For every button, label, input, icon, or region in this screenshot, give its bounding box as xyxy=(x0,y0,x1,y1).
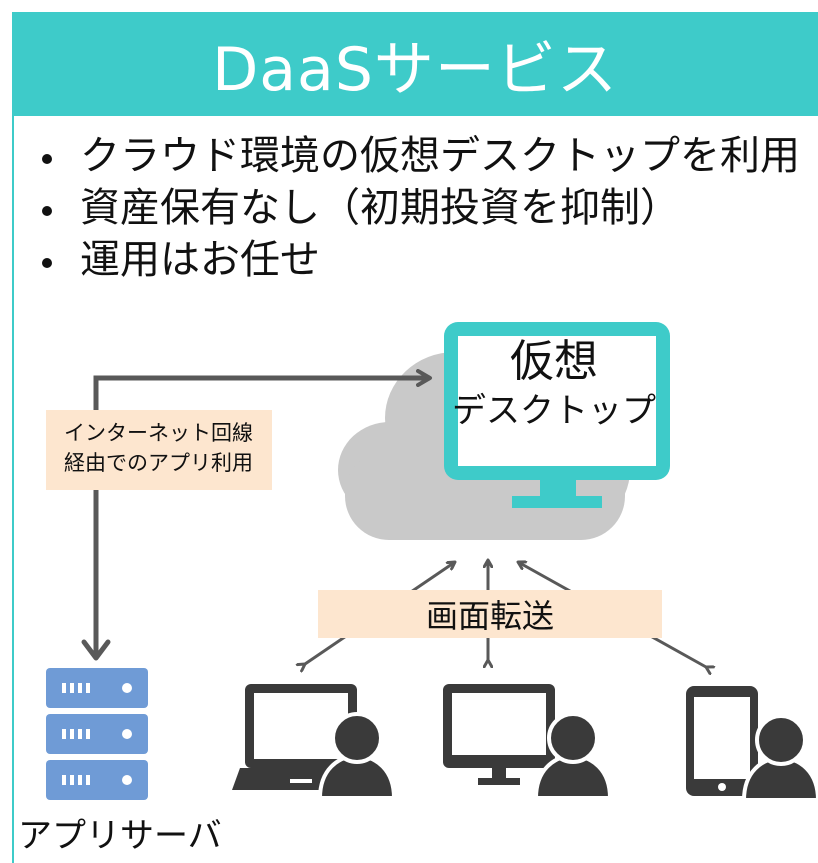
tablet-icon xyxy=(686,686,758,796)
server-arrowhead xyxy=(81,639,111,661)
virtual-desktop-label: 仮想 デスクトップ xyxy=(452,336,656,434)
virtual-desktop-label-line1: 仮想 xyxy=(510,336,598,387)
page-title: DaaSサービス xyxy=(12,12,818,116)
user-icon xyxy=(317,712,397,800)
bullet-list: クラウド環境の仮想デスクトップを利用 資産保有なし（初期投資を抑制） 運用はお任… xyxy=(38,130,800,286)
internet-note-line1: インターネット回線 xyxy=(64,421,253,445)
bullet-item: クラウド環境の仮想デスクトップを利用 xyxy=(38,130,800,182)
internet-note: インターネット回線 経由でのアプリ利用 xyxy=(46,410,272,490)
bullet-item: 運用はお任せ xyxy=(38,234,800,286)
desktop-monitor-icon xyxy=(443,684,555,785)
user-icon xyxy=(741,714,818,802)
internet-note-line2: 経由でのアプリ利用 xyxy=(64,451,253,475)
virtual-desktop-label-line2: デスクトップ xyxy=(452,391,656,431)
internet-connection-arrow xyxy=(93,369,432,656)
app-server-label: アプリサーバ xyxy=(18,816,222,856)
bullet-item: 資産保有なし（初期投資を抑制） xyxy=(38,182,800,234)
screen-transfer-label: 画面転送 xyxy=(318,590,662,638)
user-icon xyxy=(533,712,613,800)
app-server-icon xyxy=(46,668,148,800)
laptop-icon xyxy=(232,684,372,790)
virtual-desktop-monitor-icon xyxy=(444,322,670,508)
